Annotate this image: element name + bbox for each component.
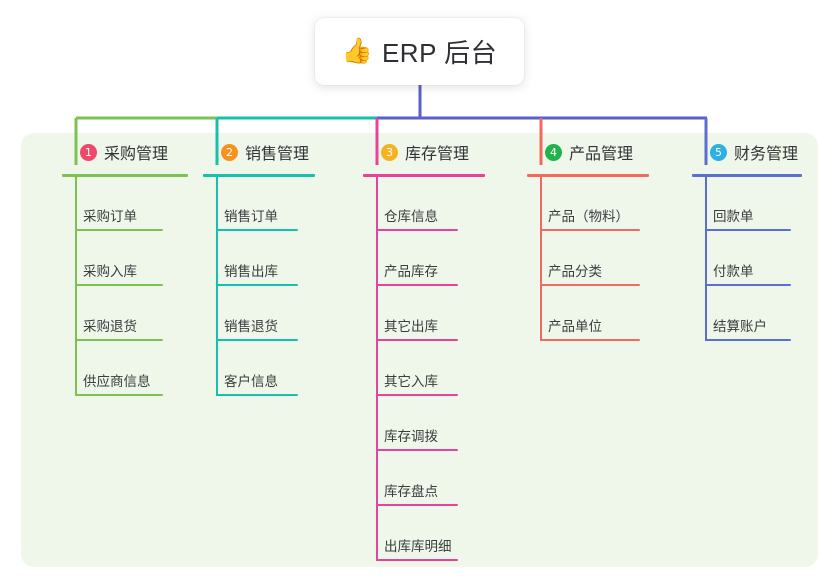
branch-badge-5: 5 <box>710 143 727 161</box>
branch-header-1[interactable]: 1 采购管理 <box>62 133 168 171</box>
leaf-label: 采购退货 <box>83 319 137 334</box>
leaf-label: 采购入库 <box>83 264 137 279</box>
branch-underline-4 <box>527 174 649 177</box>
leaf-label: 库存调拨 <box>384 429 438 444</box>
leaf-node[interactable]: 仓库信息 <box>363 199 465 231</box>
branch-column-2: 2 销售管理销售订单销售出库销售退货客户信息 <box>203 133 315 396</box>
leaf-underline <box>540 229 640 231</box>
leaf-label: 销售退货 <box>224 319 278 334</box>
leaf-node[interactable]: 库存调拨 <box>363 419 465 451</box>
branch-title-4: 产品管理 <box>569 146 634 163</box>
branch-badge-1: 1 <box>80 143 97 161</box>
branch-columns: 1 采购管理采购订单采购入库采购退货供应商信息 2 销售管理销售订单销售出库销售退货客… <box>21 133 818 567</box>
branch-badge-3: 3 <box>381 143 398 161</box>
leaf-underline <box>376 284 458 286</box>
branch-underline-5 <box>692 174 802 177</box>
leaf-underline <box>75 284 163 286</box>
leaf-label: 产品分类 <box>548 264 602 279</box>
leaf-node[interactable]: 销售出库 <box>203 254 305 286</box>
branch-badge-2: 2 <box>221 143 238 161</box>
branch-title-2: 销售管理 <box>245 146 310 163</box>
diagram-board-background <box>21 133 818 567</box>
leaf-node[interactable]: 产品分类 <box>527 254 647 286</box>
leaf-label: 产品库存 <box>384 264 438 279</box>
branch-underline-3 <box>363 174 485 177</box>
leaf-underline <box>705 229 791 231</box>
branch-spine-4 <box>540 176 542 341</box>
branch-spine-3 <box>376 176 378 561</box>
leaf-label: 产品（物料） <box>548 209 629 224</box>
leaf-underline <box>376 394 458 396</box>
leaf-underline <box>216 394 298 396</box>
branch-spine-2 <box>216 176 218 396</box>
leaf-underline <box>705 284 791 286</box>
leaf-underline <box>376 229 458 231</box>
leaf-underline <box>75 229 163 231</box>
leaf-node[interactable]: 产品库存 <box>363 254 465 286</box>
leaf-node[interactable]: 产品（物料） <box>527 199 647 231</box>
leaf-label: 客户信息 <box>224 374 278 389</box>
leaf-underline <box>540 284 640 286</box>
branch-spine-1 <box>75 176 77 396</box>
leaf-label: 出库库明细 <box>384 539 452 554</box>
root-node-label: ERP 后台 <box>381 38 498 68</box>
branch-column-1: 1 采购管理采购订单采购入库采购退货供应商信息 <box>62 133 188 396</box>
branch-underline-2 <box>203 174 315 177</box>
thumbs-up-icon: 👍 <box>341 37 373 65</box>
leaf-underline <box>376 504 458 506</box>
leaf-underline <box>75 339 163 341</box>
leaf-underline <box>376 449 458 451</box>
leaf-node[interactable]: 采购入库 <box>62 254 170 286</box>
leaf-node[interactable]: 其它入库 <box>363 364 465 396</box>
leaf-label: 付款单 <box>713 264 754 279</box>
leaf-label: 产品单位 <box>548 319 602 334</box>
leaf-label: 其它入库 <box>384 374 438 389</box>
leaf-underline <box>376 559 458 561</box>
branch-column-3: 3 库存管理仓库信息产品库存其它出库其它入库库存调拨库存盘点出库库明细 <box>363 133 485 561</box>
leaf-node[interactable]: 回款单 <box>692 199 798 231</box>
branch-underline-1 <box>62 174 188 177</box>
root-node[interactable]: 👍 ERP 后台 <box>315 18 524 85</box>
leaf-label: 结算账户 <box>713 319 767 334</box>
leaf-label: 仓库信息 <box>384 209 438 224</box>
leaf-node[interactable]: 采购订单 <box>62 199 170 231</box>
branch-title-5: 财务管理 <box>734 146 799 163</box>
leaf-node[interactable]: 产品单位 <box>527 309 647 341</box>
branch-title-1: 采购管理 <box>104 146 169 163</box>
branch-badge-4: 4 <box>545 143 562 161</box>
leaf-underline <box>75 394 163 396</box>
leaf-label: 其它出库 <box>384 319 438 334</box>
leaf-label: 回款单 <box>713 209 754 224</box>
leaf-underline <box>376 339 458 341</box>
branch-column-4: 4 产品管理产品（物料） 产品分类产品单位 <box>527 133 649 341</box>
leaf-node[interactable]: 销售订单 <box>203 199 305 231</box>
leaf-node[interactable]: 库存盘点 <box>363 474 465 506</box>
leaf-label: 采购订单 <box>83 209 137 224</box>
branch-header-2[interactable]: 2 销售管理 <box>203 133 309 171</box>
leaf-underline <box>705 339 791 341</box>
leaf-node[interactable]: 其它出库 <box>363 309 465 341</box>
branch-column-5: 5 财务管理回款单付款单结算账户 <box>692 133 802 341</box>
leaf-node[interactable]: 供应商信息 <box>62 364 170 396</box>
branch-spine-5 <box>705 176 707 341</box>
leaf-node[interactable]: 客户信息 <box>203 364 305 396</box>
leaf-underline <box>540 339 640 341</box>
leaf-label: 库存盘点 <box>384 484 438 499</box>
leaf-underline <box>216 284 298 286</box>
leaf-label: 供应商信息 <box>83 374 151 389</box>
leaf-node[interactable]: 结算账户 <box>692 309 798 341</box>
branch-header-3[interactable]: 3 库存管理 <box>363 133 469 171</box>
leaf-underline <box>216 229 298 231</box>
branch-title-3: 库存管理 <box>405 146 470 163</box>
leaf-node[interactable]: 销售退货 <box>203 309 305 341</box>
leaf-node[interactable]: 出库库明细 <box>363 529 465 561</box>
branch-header-4[interactable]: 4 产品管理 <box>527 133 633 171</box>
leaf-label: 销售出库 <box>224 264 278 279</box>
branch-header-5[interactable]: 5 财务管理 <box>692 133 798 171</box>
leaf-underline <box>216 339 298 341</box>
leaf-node[interactable]: 采购退货 <box>62 309 170 341</box>
leaf-node[interactable]: 付款单 <box>692 254 798 286</box>
leaf-label: 销售订单 <box>224 209 278 224</box>
